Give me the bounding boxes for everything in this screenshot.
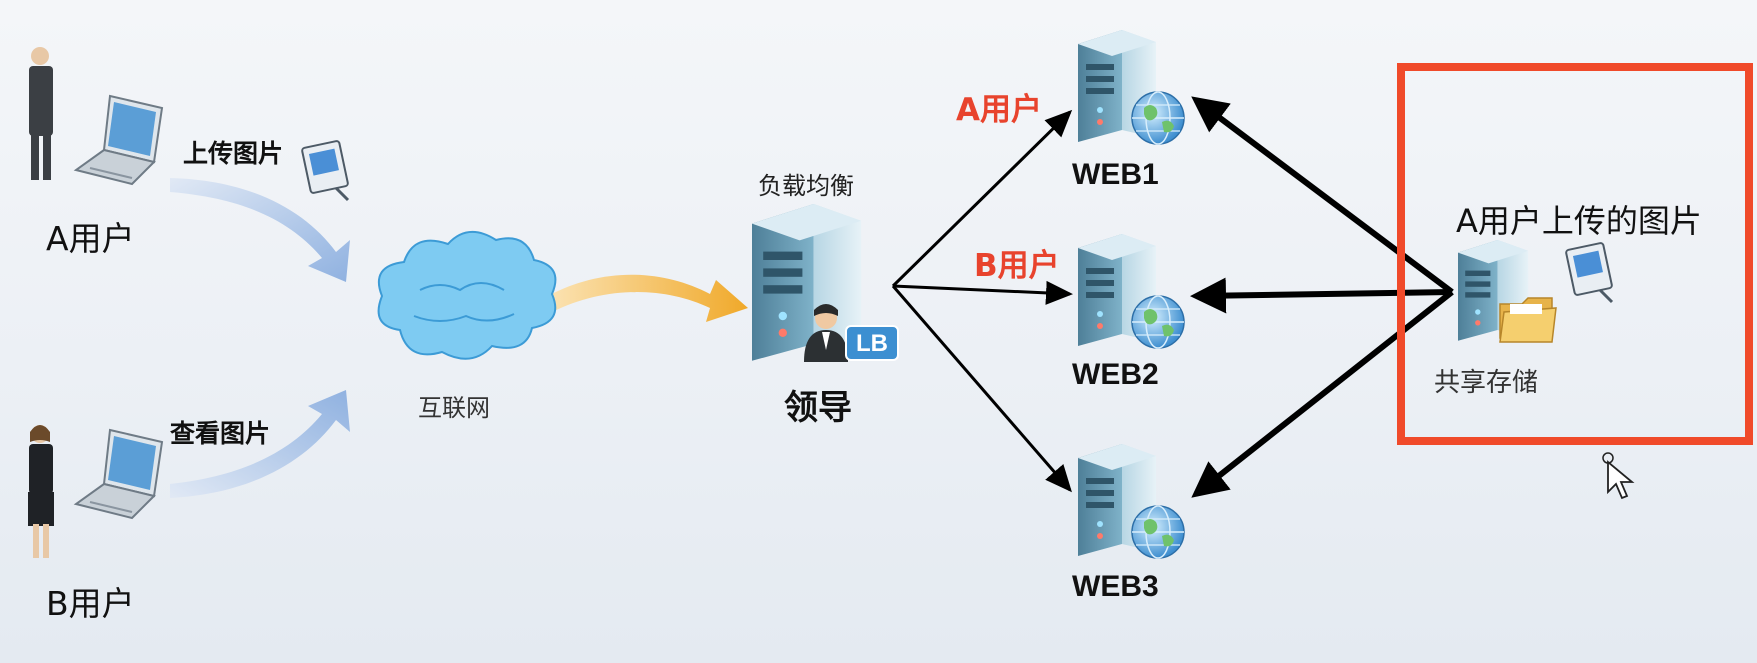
user-a-person-icon (29, 47, 53, 180)
user-a-label: A用户 (46, 219, 135, 258)
view-arrow (170, 390, 350, 498)
internet-to-lb-arrow (548, 274, 748, 322)
shared-storage-highlight-box (1397, 63, 1753, 445)
lb-to-web3-arrow (891, 285, 1072, 493)
web1-label: WEB1 (1072, 158, 1159, 191)
user-b-label: B用户 (46, 584, 135, 623)
view-image-label: 查看图片 (170, 419, 271, 448)
web3-label: WEB3 (1072, 570, 1159, 603)
user-b-laptop-icon (75, 429, 163, 519)
route-a-label: A用户 (956, 92, 1042, 128)
web2-label: WEB2 (1072, 358, 1159, 391)
lb-badge: LB (845, 325, 899, 361)
upload-arrow (170, 178, 350, 282)
shared-storage-folder-icon (1499, 297, 1557, 343)
storage-to-web3-arrow (1191, 289, 1454, 498)
lb-badge-text: LB (856, 330, 888, 357)
internet-cloud-icon (377, 231, 557, 360)
load-balancer-title: 负载均衡 (758, 172, 854, 200)
lb-to-web2-arrow (892, 280, 1073, 305)
user-b-person-icon (28, 425, 54, 558)
upload-photo-icon (300, 139, 350, 202)
storage-to-web1-arrow (1191, 96, 1454, 295)
web1-globe-icon (1131, 91, 1185, 145)
shared-storage-photo-icon (1564, 241, 1614, 304)
mouse-cursor-icon (1602, 452, 1635, 500)
load-balancer-server-icon (752, 204, 862, 361)
lb-to-web1-arrow (891, 109, 1073, 288)
load-balancer-name: 领导 (784, 388, 852, 428)
web2-globe-icon (1131, 295, 1185, 349)
storage-to-web2-arrow (1190, 277, 1453, 314)
route-b-label: B用户 (974, 248, 1060, 284)
shared-storage-label: 共享存储 (1434, 368, 1539, 398)
upload-image-label: 上传图片 (183, 139, 284, 168)
user-a-laptop-icon (75, 95, 163, 185)
internet-label: 互联网 (418, 394, 490, 422)
web3-globe-icon (1131, 505, 1185, 559)
shared-storage-caption: A用户上传的图片 (1456, 202, 1702, 240)
lb-admin-person-icon (804, 304, 848, 362)
